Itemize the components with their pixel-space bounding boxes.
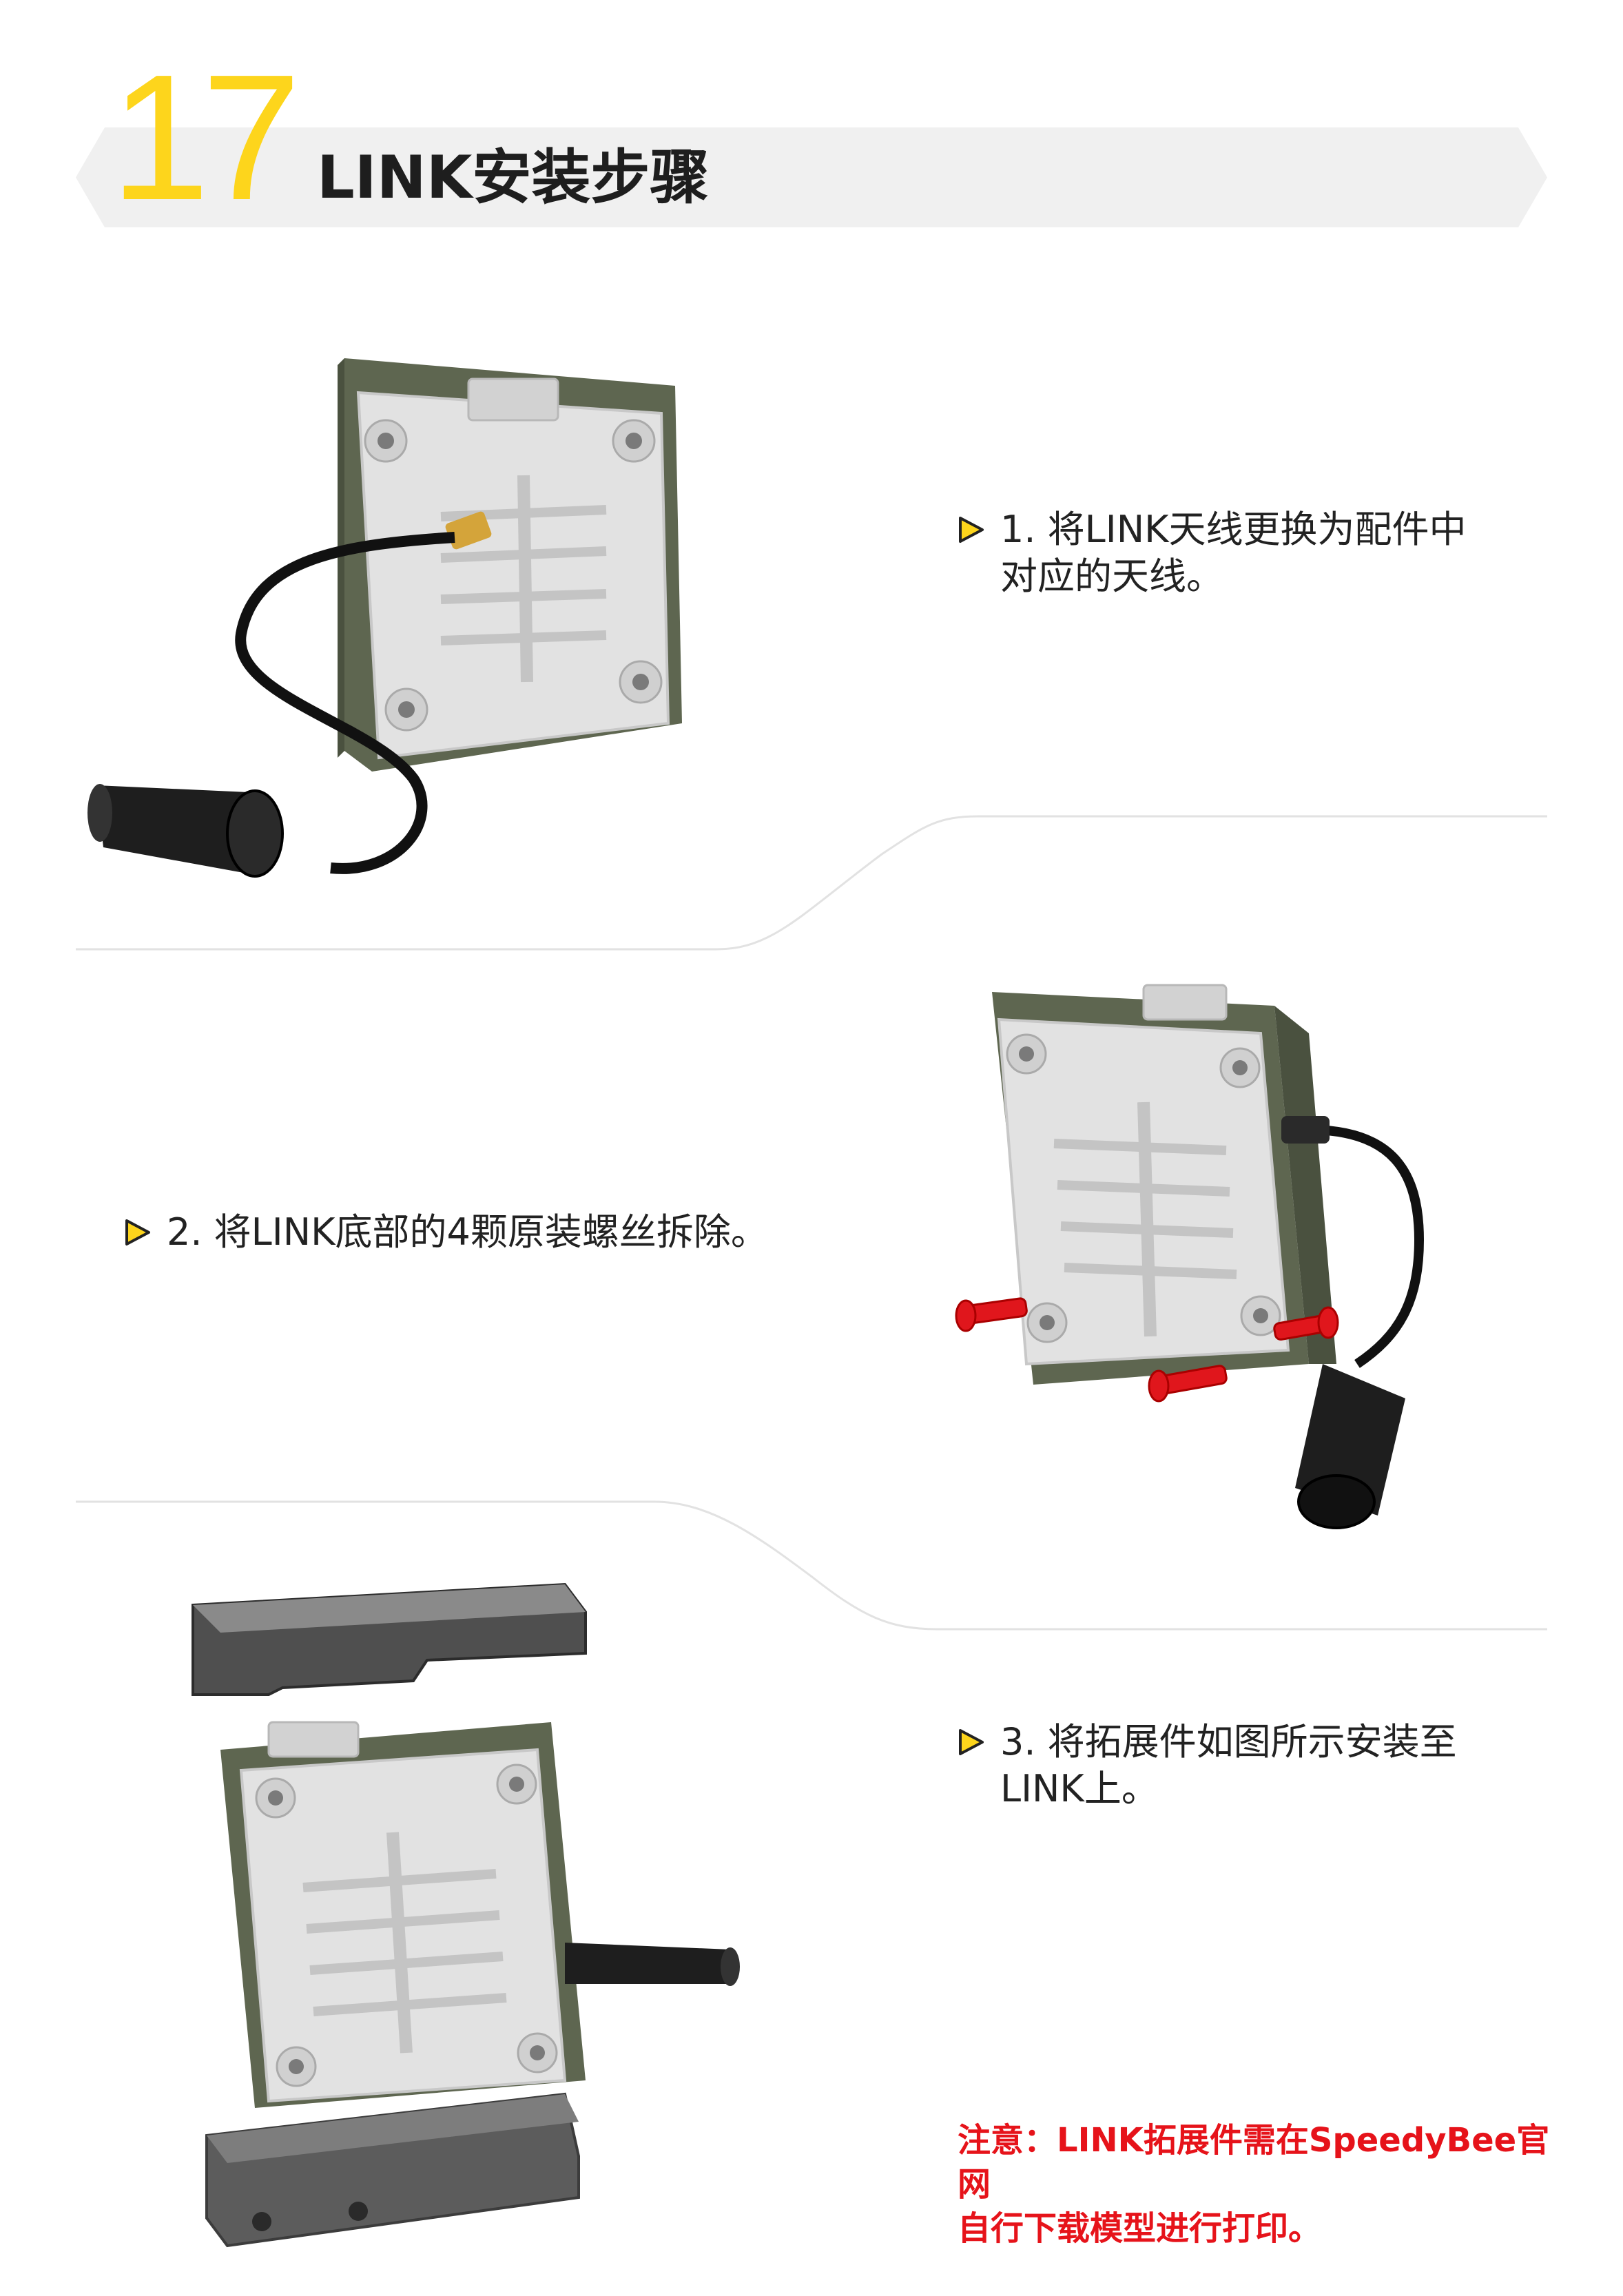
step-3-label: 3. 将拓展件如图所示安装至 LINK上。: [1000, 1720, 1457, 1810]
triangle-arrow-icon: [959, 517, 984, 543]
step-1-label: 1. 将LINK天线更换为配件中 对应的天线。: [1000, 508, 1467, 598]
link-module-antenna-illustration: [87, 358, 682, 878]
page-title: LINK安装步骤: [317, 143, 710, 212]
link-module-expansion-illustration: [192, 1582, 740, 2248]
step-2-label: 2. 将LINK底部的4颗原装螺丝拆除。: [167, 1210, 768, 1254]
step-3-text: 3. 将拓展件如图所示安装至 LINK上。: [958, 1719, 1457, 1812]
step-1-text: 1. 将LINK天线更换为配件中 对应的天线。: [958, 506, 1467, 600]
note-text: 注意：LINK拓展件需在SpeedyBee官网 自行下载模型进行打印。: [958, 2121, 1550, 2248]
triangle-arrow-icon: [959, 1729, 984, 1755]
step-2-text: 2. 将LINK底部的4颗原装螺丝拆除。: [124, 1209, 768, 1256]
triangle-arrow-icon: [125, 1219, 150, 1245]
link-module-screws-illustration: [955, 984, 1425, 1529]
step-number: 17: [110, 38, 301, 238]
header-band: [76, 127, 1547, 227]
